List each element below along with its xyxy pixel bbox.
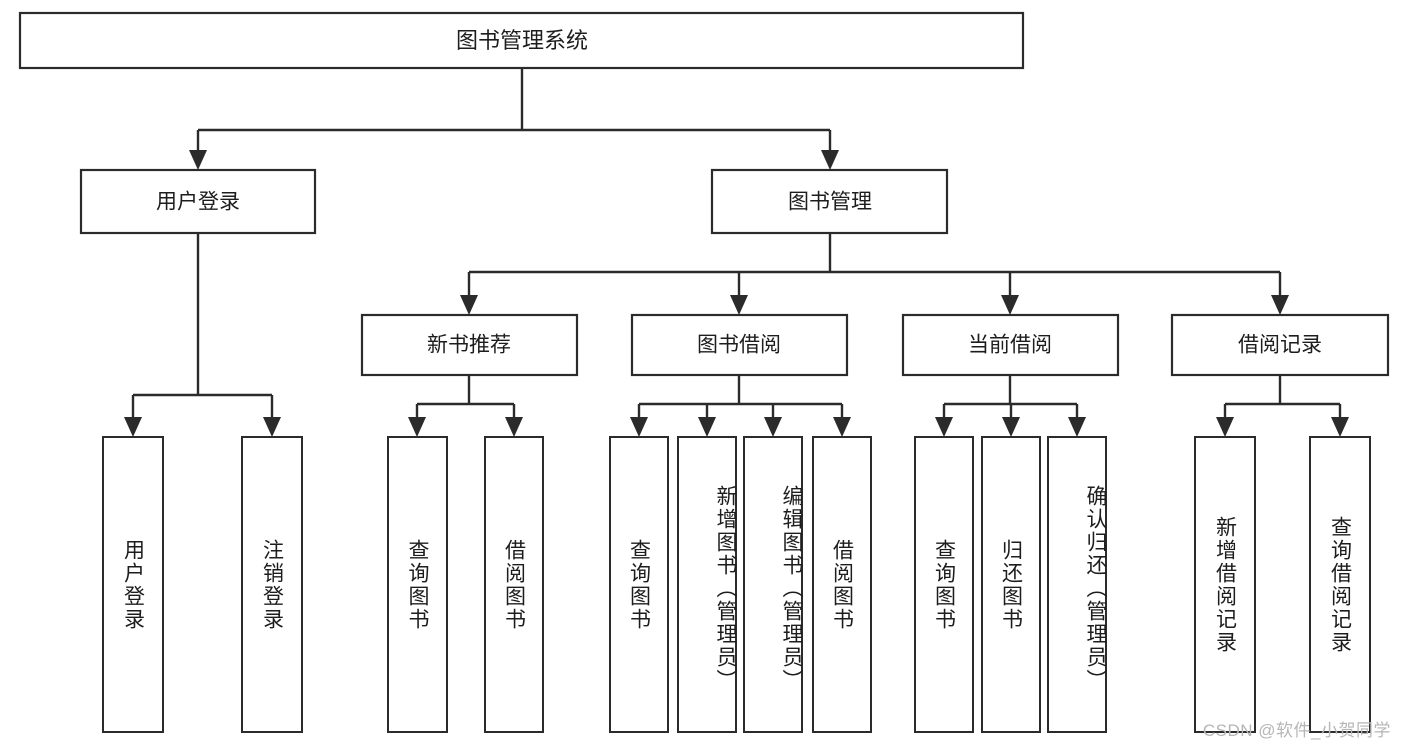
node-root[interactable]: 图书管理系统 <box>18 11 1025 70</box>
node-user-login-box[interactable] <box>79 168 317 235</box>
node-user-login[interactable]: 用户登录 <box>79 168 317 235</box>
leaf-box-logout[interactable] <box>241 436 303 733</box>
arrow-head-user-login <box>189 150 207 170</box>
node-book-management[interactable]: 图书管理 <box>710 168 949 235</box>
arrow-head-br-leaf1 <box>1216 417 1234 437</box>
leaf-box-borrow-book[interactable] <box>812 436 872 733</box>
node-new-book-recommend-box[interactable] <box>360 313 579 377</box>
leaf-layer <box>102 436 1371 733</box>
leaf-box-query-book-current[interactable] <box>914 436 974 733</box>
arrow-head-cb-leaf1 <box>935 417 953 437</box>
node-borrow-record[interactable]: 借阅记录 <box>1170 313 1390 377</box>
node-root-label: 图书管理系统 <box>456 28 588 53</box>
leaf-box-query-borrow-record[interactable] <box>1309 436 1371 733</box>
node-borrow-record-box[interactable] <box>1170 313 1390 377</box>
arrow-head-bb-leaf4 <box>833 417 851 437</box>
node-new-book-recommend[interactable]: 新书推荐 <box>360 313 579 377</box>
node-book-management-box[interactable] <box>710 168 949 235</box>
node-user-login-label: 用户登录 <box>156 191 240 214</box>
node-current-borrow[interactable]: 当前借阅 <box>901 313 1120 377</box>
arrow-head-cb-leaf2 <box>1002 417 1020 437</box>
arrow-head-new-book <box>460 295 478 315</box>
arrow-head-book-borrow <box>730 295 748 315</box>
arrow-head-book-mgmt <box>821 150 839 170</box>
leaf-box-query-book-borrow[interactable] <box>609 436 669 733</box>
node-borrow-record-label: 借阅记录 <box>1238 334 1322 357</box>
node-book-borrow-box[interactable] <box>630 313 849 377</box>
node-new-book-recommend-label: 新书推荐 <box>427 334 511 357</box>
leaf-box-user-login[interactable] <box>102 436 164 733</box>
arrow-head-borrow-record <box>1271 295 1289 315</box>
arrow-head-cb-leaf3 <box>1068 417 1086 437</box>
leaf-box-return-book[interactable] <box>981 436 1041 733</box>
arrow-head-bb-leaf2 <box>698 417 716 437</box>
connector-layer <box>124 68 1349 437</box>
node-book-borrow-label: 图书借阅 <box>697 334 781 357</box>
node-current-borrow-box[interactable] <box>901 313 1120 377</box>
node-current-borrow-label: 当前借阅 <box>968 334 1052 357</box>
csdn-watermark: CSDN @软件_小贺同学 <box>1202 721 1391 740</box>
arrow-head-bb-leaf3 <box>764 417 782 437</box>
node-root-box[interactable] <box>18 11 1025 70</box>
leaf-box-confirm-return-admin[interactable] <box>1047 436 1107 733</box>
arrow-head-nb-leaf1 <box>408 417 426 437</box>
leaf-box-add-book-admin[interactable] <box>677 436 737 733</box>
arrow-head-leaf-user-login <box>124 417 142 437</box>
arrow-head-current-borrow <box>1001 295 1019 315</box>
node-book-borrow[interactable]: 图书借阅 <box>630 313 849 377</box>
arrow-head-br-leaf2 <box>1331 417 1349 437</box>
leaf-box-query-book-recommend[interactable] <box>387 436 448 733</box>
arrow-head-nb-leaf2 <box>505 417 523 437</box>
arrow-head-leaf-logout <box>263 417 281 437</box>
node-book-management-label: 图书管理 <box>788 191 872 214</box>
leaf-box-add-borrow-record[interactable] <box>1194 436 1256 733</box>
arrow-head-bb-leaf1 <box>630 417 648 437</box>
leaf-box-edit-book-admin[interactable] <box>743 436 803 733</box>
leaf-box-borrow-book-recommend[interactable] <box>484 436 544 733</box>
